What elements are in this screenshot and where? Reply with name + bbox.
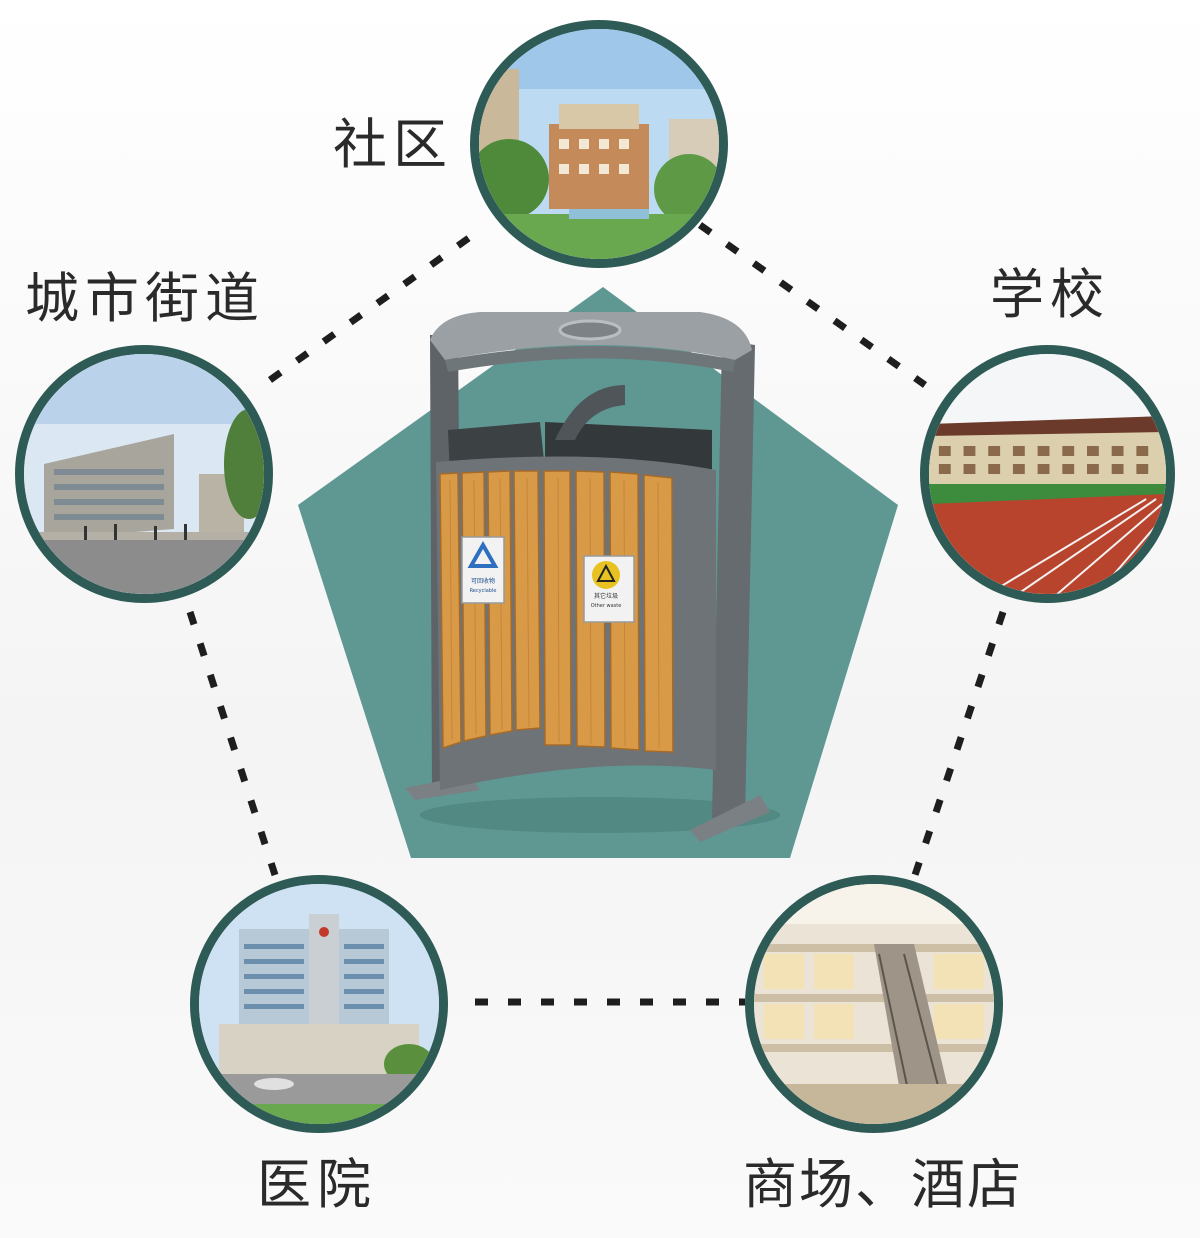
recyclable-sign-label: 可回收物	[471, 577, 495, 585]
dotted-connectors	[186, 222, 1007, 1006]
mall-hotel-image	[745, 875, 1003, 1133]
other-waste-sign: 其它垃圾 Other waste	[583, 555, 635, 623]
street-image	[15, 345, 273, 603]
trash-bin	[405, 312, 780, 842]
recyclable-sign: 可回收物 Recyclable	[461, 536, 505, 604]
label-mall-hotel: 商场、酒店	[743, 1153, 1023, 1216]
hospital-image	[190, 875, 448, 1133]
school-image	[920, 345, 1175, 603]
community-image	[470, 20, 728, 268]
other-waste-sign-label-en: Other waste	[591, 603, 622, 609]
label-community: 社区	[333, 113, 453, 176]
label-hospital: 医院	[257, 1153, 377, 1216]
other-waste-sign-label: 其它垃圾	[594, 592, 618, 600]
label-street: 城市街道	[25, 267, 265, 330]
label-school: 学校	[990, 263, 1110, 326]
recyclable-sign-label-en: Recyclable	[470, 588, 497, 594]
